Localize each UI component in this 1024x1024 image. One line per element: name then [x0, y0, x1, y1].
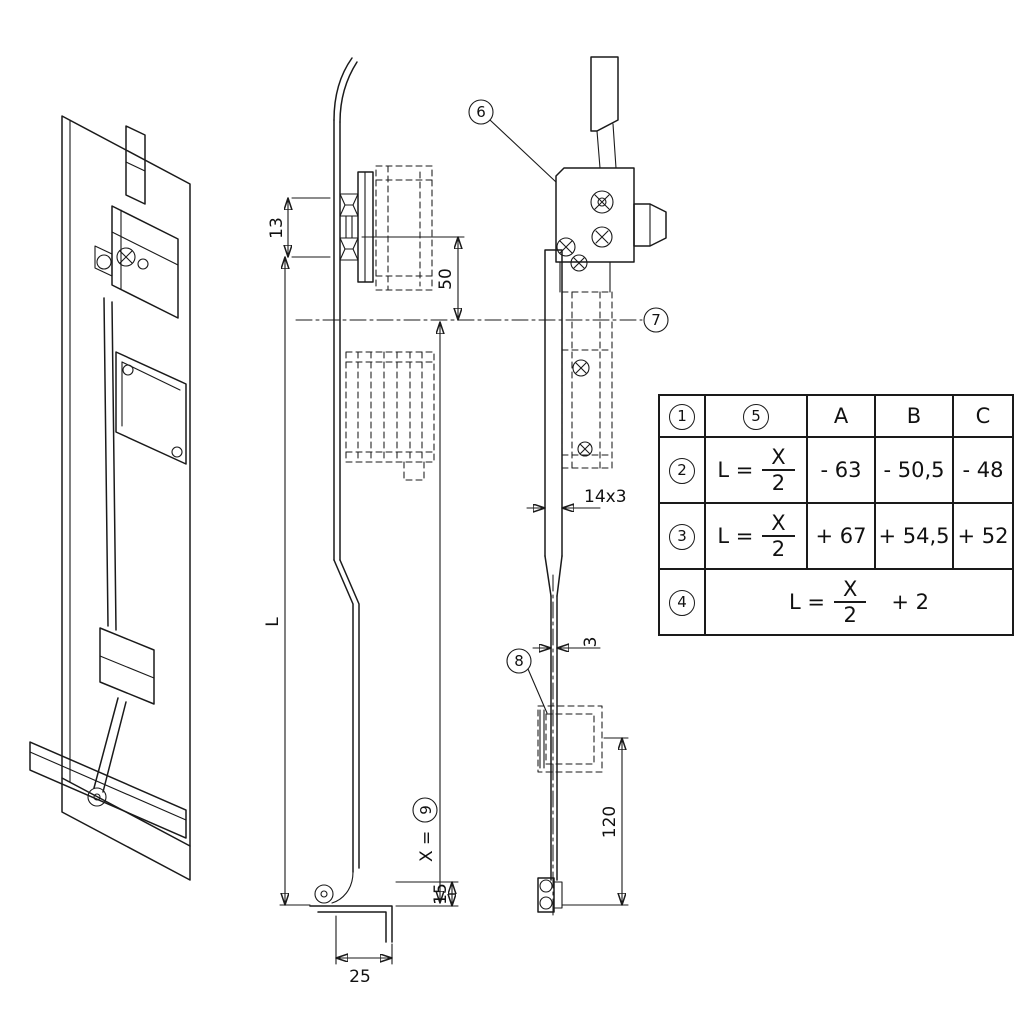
formula-lhs: L = [717, 524, 754, 548]
dim-15: 15 [431, 883, 451, 905]
dim-13: 13 [267, 217, 287, 239]
table-callout-3: 3 [669, 523, 695, 550]
dim-50: 50 [436, 268, 456, 290]
col-header-a: A [806, 394, 876, 438]
callout-7: 7 [651, 311, 661, 329]
dim-3: 3 [581, 637, 601, 648]
dim-L: L [263, 617, 283, 627]
front-view-dimensions: 14x3 3 120 [526, 487, 629, 905]
side-view [309, 57, 435, 943]
fraction: X 2 [762, 445, 795, 495]
fraction-denominator: 2 [771, 471, 786, 495]
dim-25: 25 [349, 967, 371, 987]
dim-14x3: 14x3 [584, 487, 627, 507]
value-a: - 63 [806, 436, 876, 504]
fraction-denominator: 2 [843, 603, 857, 627]
formula-cell: L = X 2 + 2 [706, 577, 1012, 627]
callout-8: 8 [514, 652, 524, 670]
value-a: + 67 [806, 502, 876, 570]
formula-suffix: + 2 [891, 590, 929, 614]
value-c: - 48 [952, 436, 1014, 504]
table-row: 4 L = X 2 + 2 [658, 568, 1014, 636]
callout-6: 6 [476, 103, 486, 121]
table-row: 3 L = X 2 + 67 + 54,5 + 52 [658, 502, 1014, 570]
col-header-c: C [952, 394, 1014, 438]
dim-x-label: X = [417, 831, 437, 862]
isometric-view [29, 115, 191, 881]
fraction: X 2 [762, 511, 795, 561]
formula-lhs: L = [717, 458, 754, 482]
col-header-b: B [874, 394, 954, 438]
formula-cell: L = X 2 [706, 511, 806, 561]
value-b: + 54,5 [874, 502, 954, 570]
table-callout-1: 1 [669, 403, 695, 430]
table-row: 2 L = X 2 - 63 - 50,5 - 48 [658, 436, 1014, 504]
fraction-numerator: X [762, 445, 795, 471]
spec-table: 1 5 A B C 2 L = X 2 - 63 - 50,5 - 48 3 [658, 394, 1014, 636]
value-b: - 50,5 [874, 436, 954, 504]
callouts: 6 7 8 [468, 99, 669, 714]
callout-9: 9 [417, 805, 435, 815]
table-callout-2: 2 [669, 457, 695, 484]
dim-120: 120 [600, 806, 620, 838]
spec-table-header: 1 5 A B C [658, 394, 1014, 438]
fraction-numerator: X [762, 511, 795, 537]
side-view-dimensions: 13 50 L X = 9 15 25 [263, 198, 465, 987]
table-callout-5: 5 [743, 403, 769, 430]
formula-cell: L = X 2 [706, 445, 806, 495]
formula-lhs: L = [788, 590, 825, 614]
fraction-denominator: 2 [771, 537, 786, 561]
fraction-numerator: X [833, 577, 867, 603]
table-callout-4: 4 [669, 589, 695, 616]
value-c: + 52 [952, 502, 1014, 570]
fraction: X 2 [833, 577, 867, 627]
